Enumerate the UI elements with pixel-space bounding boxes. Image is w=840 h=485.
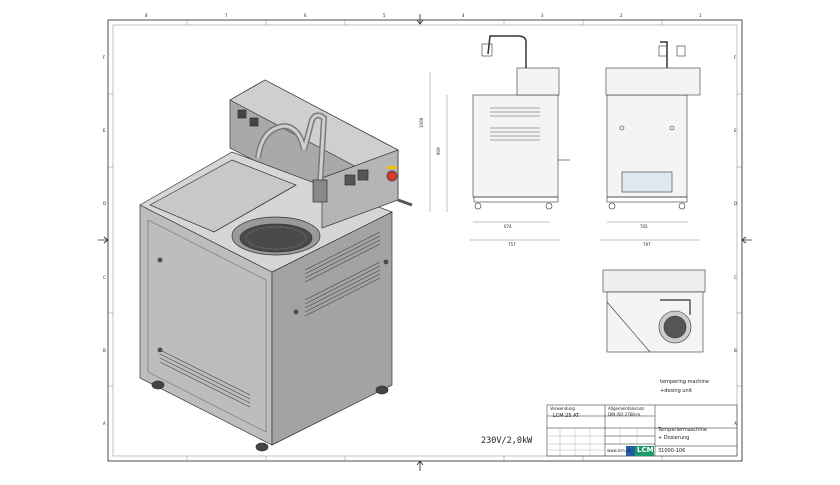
allgemeintoleranz-label: Allgemeintoleranz	[608, 406, 645, 411]
top-mark: 5	[383, 13, 386, 18]
top-mark: 2	[620, 13, 623, 18]
title-en-line2: +dosing unit	[660, 388, 693, 394]
title-de-line2: + Dosierung	[658, 435, 690, 441]
isometric-view	[139, 79, 413, 452]
top-mark: 8	[145, 13, 148, 18]
title-en-line1: tempering machine	[660, 379, 710, 385]
side-mark: B	[734, 348, 737, 353]
title-block	[546, 404, 738, 457]
side-mark: D	[103, 201, 107, 206]
side-mark: A	[103, 421, 106, 426]
side-mark: C	[734, 275, 737, 280]
side-vents	[304, 231, 381, 317]
website: www.lcm.de	[607, 448, 632, 453]
dim-height-body: 909	[436, 147, 441, 155]
allgemeintoleranz-value: DIN ISO 2768-m	[608, 412, 641, 417]
dim-width-outer: 797	[643, 242, 651, 247]
side-mark: B	[103, 348, 106, 353]
emergency-stop-icon	[386, 170, 398, 182]
dim-depth-inner: 674	[504, 224, 512, 229]
logo-text: LCM	[637, 446, 654, 454]
side-mark: D	[734, 201, 738, 206]
title-de-line1: Temperiermaschine	[658, 427, 707, 433]
zone-ticks	[108, 20, 742, 461]
side-mark: E	[103, 128, 106, 133]
side-mark: C	[103, 275, 106, 280]
top-mark: 7	[225, 13, 228, 18]
power-rating: 230V/2,0kW	[481, 436, 533, 446]
top-view	[602, 269, 706, 353]
arrow-left	[98, 236, 109, 244]
top-mark: 1	[699, 13, 702, 18]
dim-height-total: 1009	[419, 117, 424, 128]
inner-frame	[112, 24, 738, 457]
front-vents	[159, 349, 251, 408]
dim-width-inner: 705	[640, 224, 648, 229]
top-mark: 4	[462, 13, 465, 18]
front-view	[600, 41, 701, 241]
top-mark: 6	[304, 13, 307, 18]
wheel	[375, 385, 389, 395]
side-mark: F	[103, 55, 106, 60]
lcm-logo	[626, 446, 654, 456]
dim-depth-outer: 757	[508, 242, 516, 247]
arrow-top	[416, 14, 424, 25]
verwendung-label: Verwendung	[550, 406, 575, 411]
arrow-right	[741, 236, 752, 244]
drawing-number: 31000-106	[658, 448, 686, 454]
side-mark: E	[734, 128, 737, 133]
verwendung-value: LCM 25 AT	[553, 413, 580, 419]
wheel	[151, 380, 165, 390]
side-view	[429, 35, 570, 241]
wheel	[255, 442, 269, 452]
top-mark: 3	[541, 13, 544, 18]
side-mark: A	[734, 421, 737, 426]
side-mark: F	[734, 55, 737, 60]
arrow-bottom	[416, 460, 424, 471]
